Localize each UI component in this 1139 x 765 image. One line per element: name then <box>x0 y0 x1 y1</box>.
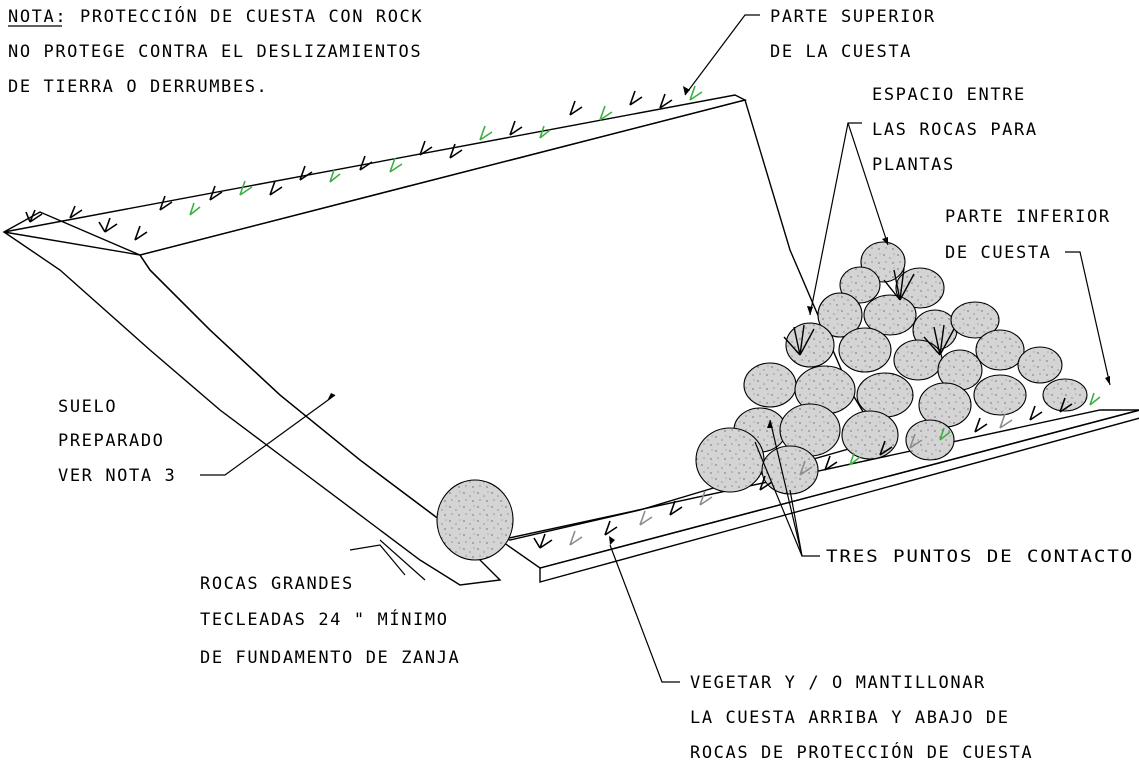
label-prepared-soil: SUELO PREPARADO VER NOTA 3 <box>58 397 176 486</box>
label-prepared-soil-2: PREPARADO <box>58 431 165 451</box>
note-line3: DE TIERRA O DERRUMBES. <box>8 77 268 97</box>
label-bottom-slope: PARTE INFERIOR DE CUESTA <box>945 207 1111 263</box>
label-plant-spaces-3: PLANTAS <box>872 155 955 175</box>
label-top-slope-1: PARTE SUPERIOR <box>770 7 936 27</box>
leader-lines <box>200 14 1111 683</box>
note-line1: PROTECCIÓN DE CUESTA CON ROCK <box>80 5 423 27</box>
label-prepared-soil-3: VER NOTA 3 <box>58 466 176 486</box>
grass-top <box>25 85 703 241</box>
label-plant-spaces: ESPACIO ENTRE LAS ROCAS PARA PLANTAS <box>872 85 1038 175</box>
label-large-rocks: ROCAS GRANDES TECLEADAS 24 " MÍNIMO DE F… <box>200 574 460 668</box>
label-vegetate-2: LA CUESTA ARRIBA Y ABAJO DE <box>690 708 1010 728</box>
label-plant-spaces-2: LAS ROCAS PARA <box>872 120 1038 140</box>
label-vegetate-3: ROCAS DE PROTECCIÓN DE CUESTA <box>690 741 1033 763</box>
label-plant-spaces-1: ESPACIO ENTRE <box>872 85 1026 105</box>
label-top-slope: PARTE SUPERIOR DE LA CUESTA <box>770 7 936 62</box>
top-berm <box>3 94 747 256</box>
label-vegetate: VEGETAR Y / O MANTILLONAR LA CUESTA ARRI… <box>690 673 1033 763</box>
label-prepared-soil-1: SUELO <box>58 397 117 417</box>
note-block: NOTA: PROTECCIÓN DE CUESTA CON ROCK NO P… <box>8 5 423 97</box>
note-line2: NO PROTEGE CONTRA EL DESLIZAMIENTOS <box>8 42 422 62</box>
label-contact-points-1: TRES PUNTOS DE CONTACTO <box>826 547 1134 567</box>
grass-toe <box>533 392 1101 549</box>
note-heading: NOTA: <box>8 7 67 27</box>
label-bottom-slope-2: DE CUESTA <box>945 243 1052 263</box>
toe-berm <box>498 409 1139 569</box>
toe-berm-front <box>539 409 1139 583</box>
label-large-rocks-2: TECLEADAS 24 " MÍNIMO <box>200 608 449 630</box>
label-vegetate-1: VEGETAR Y / O MANTILLONAR <box>690 673 986 693</box>
label-large-rocks-1: ROCAS GRANDES <box>200 574 354 594</box>
slope-face <box>138 99 882 541</box>
plants-in-rocks <box>783 267 955 356</box>
arrowheads <box>327 86 1110 545</box>
label-large-rocks-3: DE FUNDAMENTO DE ZANJA <box>200 648 460 668</box>
label-top-slope-2: DE LA CUESTA <box>770 42 912 62</box>
rock-pile <box>436 241 1088 561</box>
label-bottom-slope-1: PARTE INFERIOR <box>945 207 1111 227</box>
label-contact-points: TRES PUNTOS DE CONTACTO <box>826 547 1134 567</box>
